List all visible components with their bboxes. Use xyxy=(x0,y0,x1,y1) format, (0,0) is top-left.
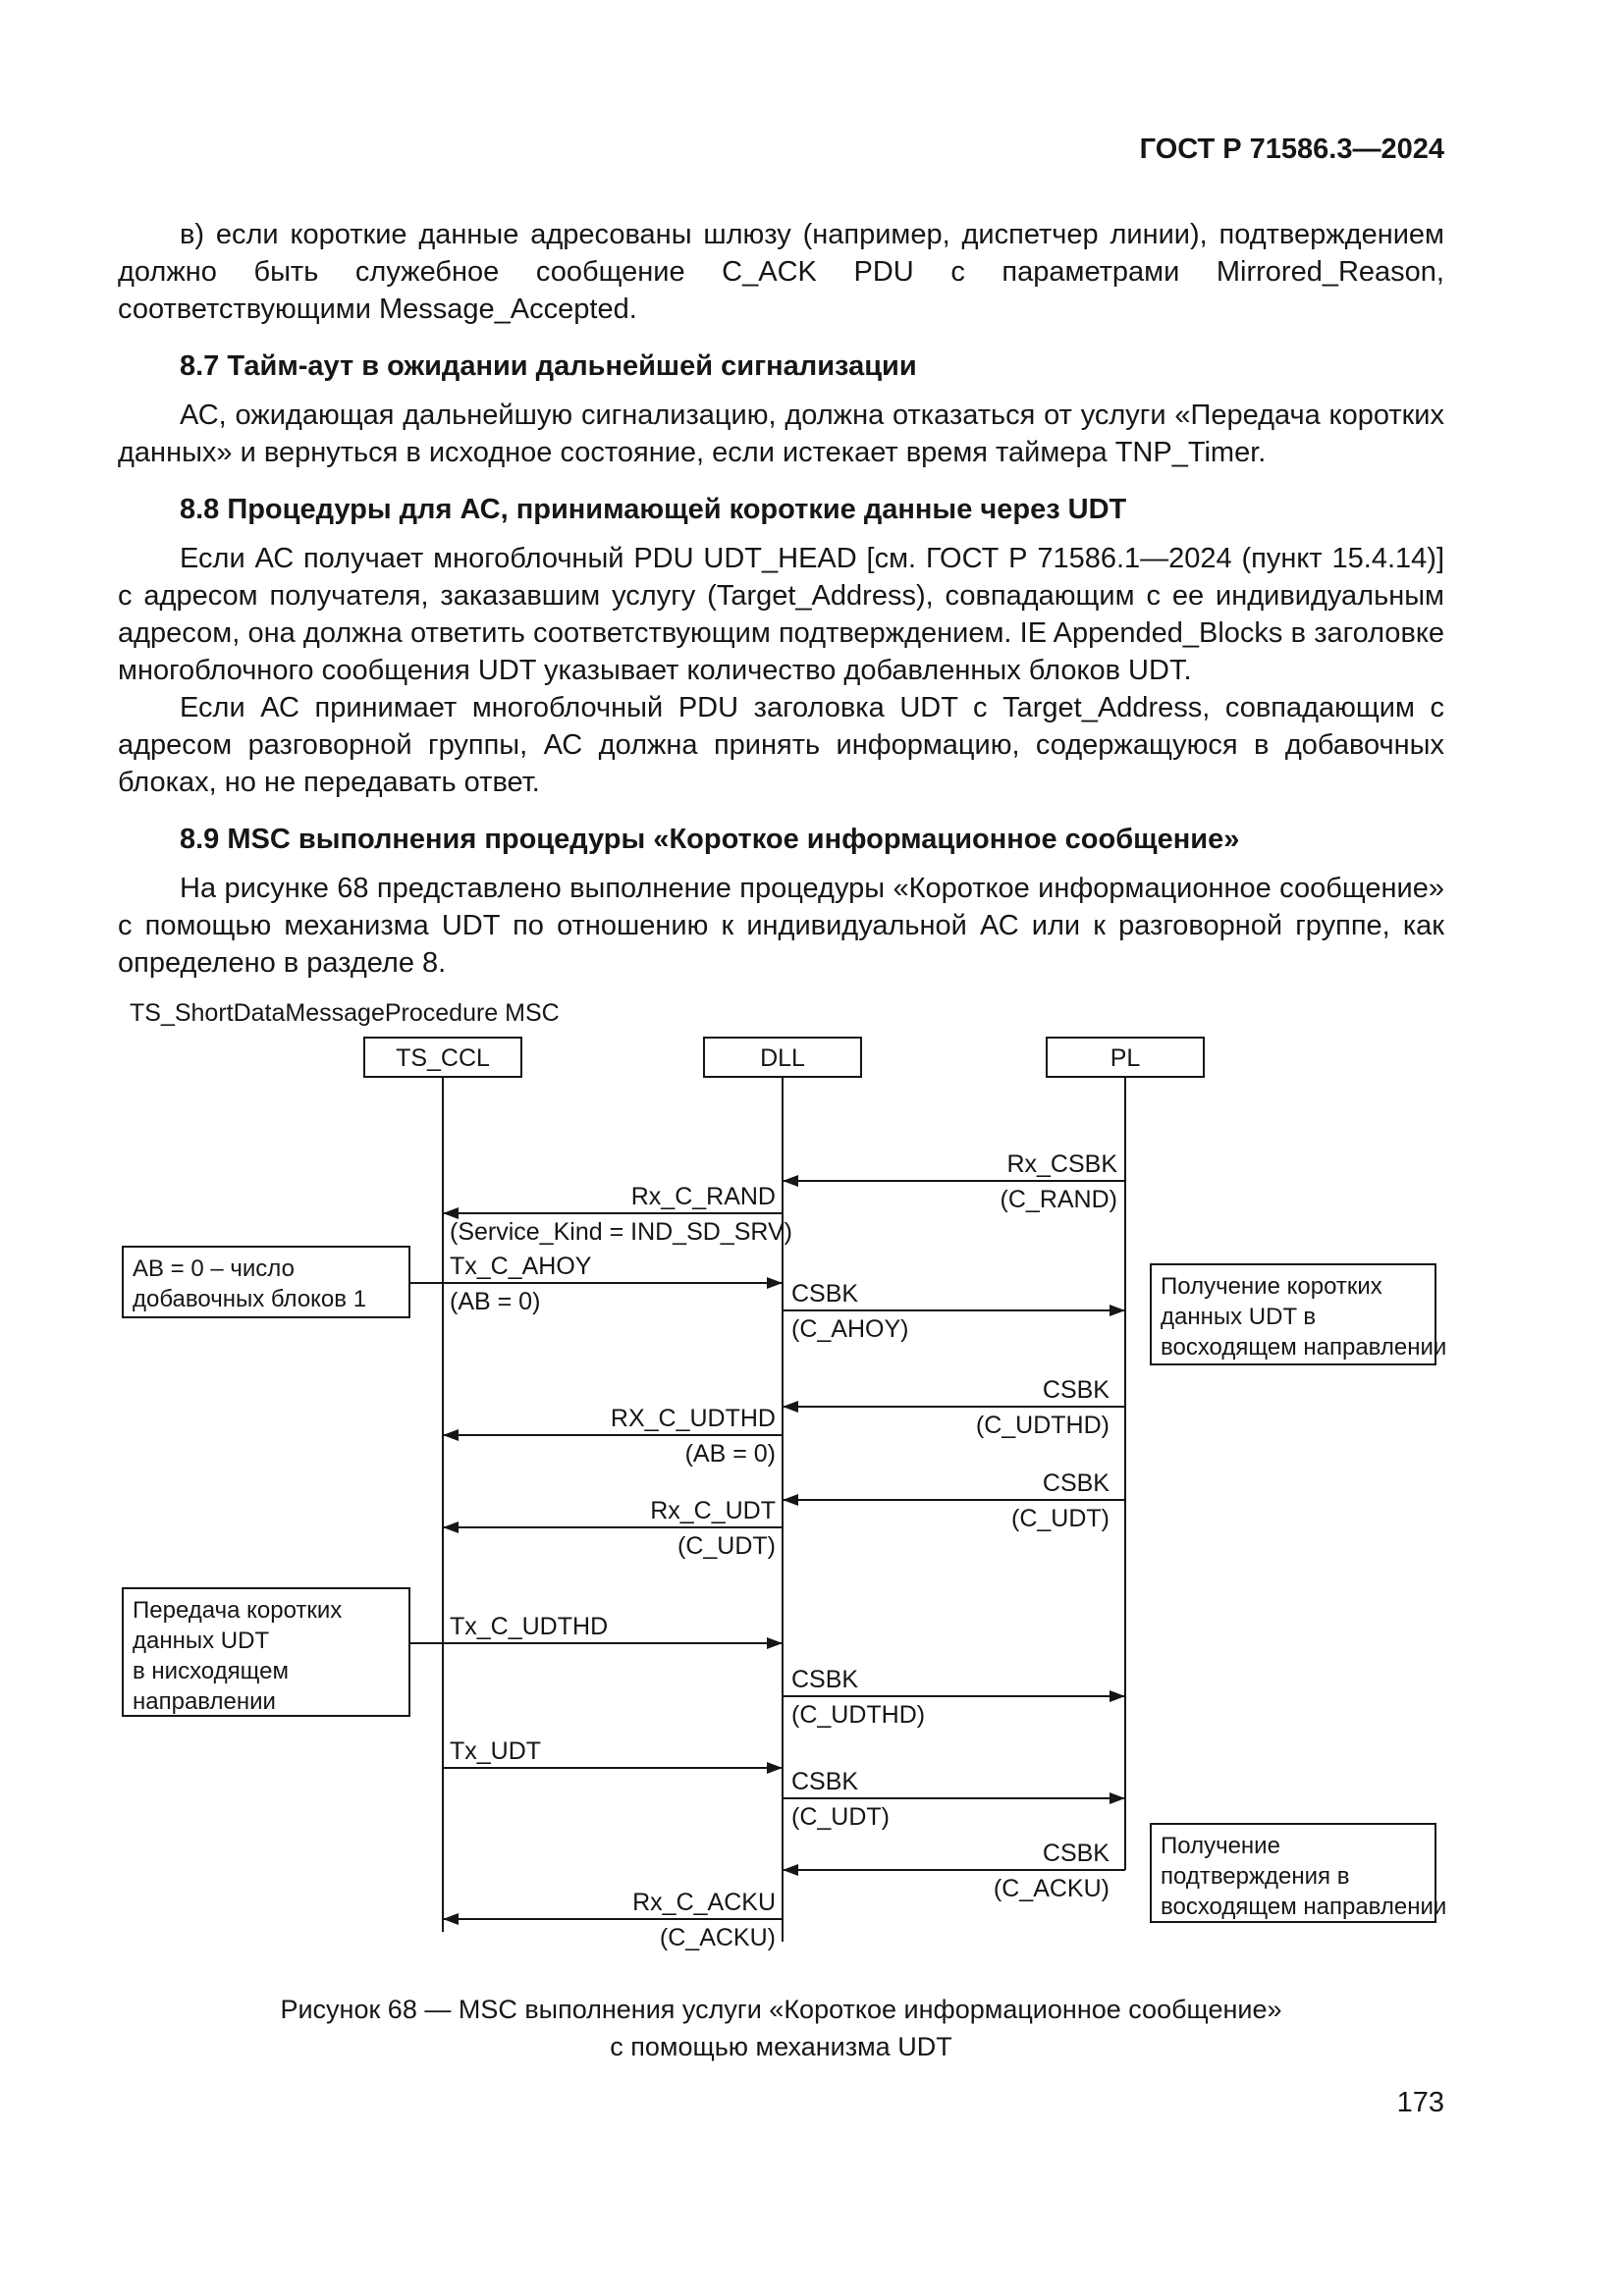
note-text-line: АВ = 0 – число xyxy=(133,1255,295,1282)
message-label-above: Tx_UDT xyxy=(450,1737,541,1765)
message-label-below: (C_AHOY) xyxy=(791,1315,908,1343)
message-label-below: (C_ACKU) xyxy=(994,1875,1110,1902)
message-label-above: Rx_C_UDT xyxy=(650,1497,776,1524)
page-number: 173 xyxy=(1396,2087,1444,2118)
message-label-below: (C_UDT) xyxy=(791,1803,890,1831)
msc-svg: TS_ShortDataMessageProcedure MSC TS_CCL DL… xyxy=(122,999,1446,1951)
note-text-line: восходящем направлении xyxy=(1161,1334,1446,1361)
message-label-above: CSBK xyxy=(1043,1376,1110,1404)
figure-caption-line2: с помощью механизма UDT xyxy=(610,2032,952,2061)
note-box xyxy=(1150,1263,1436,1365)
text-column: в) если короткие данные адресованы шлюзу… xyxy=(118,216,1444,982)
message-label-above: Rx_C_ACKU xyxy=(632,1889,776,1916)
lifeline-label: DLL xyxy=(760,1044,805,1072)
msc-diagram: TS_ShortDataMessageProcedure MSC TS_CCL DL… xyxy=(0,982,1624,1953)
message-label-below: (C_UDTHD) xyxy=(976,1412,1110,1439)
lifeline-head-box xyxy=(363,1037,522,1078)
note-box xyxy=(122,1587,410,1717)
paragraph-8-8-1: Если АС получает многоблочный PDU UDT_HE… xyxy=(118,543,1444,686)
message-label-above: Tx_C_UDTHD xyxy=(450,1613,608,1640)
note-text-line: в нисходящем xyxy=(133,1658,289,1684)
message-label-below: (C_UDT) xyxy=(1011,1505,1110,1532)
note-text-line: данных UDT xyxy=(133,1628,269,1654)
note-text-line: добавочных блоков 1 xyxy=(133,1286,366,1312)
note-text-line: Получение xyxy=(1161,1833,1280,1859)
heading-8-8: 8.8 Процедуры для АС, принимающей коротк… xyxy=(180,494,1127,525)
lifeline-label: TS_CCL xyxy=(396,1044,490,1072)
message-label-above: Rx_C_RAND xyxy=(631,1183,776,1210)
message-label-above: CSBK xyxy=(1043,1840,1110,1867)
paragraph-8-9: На рисунке 68 представлено выполнение пр… xyxy=(118,873,1444,979)
message-label-above: CSBK xyxy=(791,1768,858,1795)
note-text-line: подтверждения в xyxy=(1161,1863,1349,1890)
figure-caption: Рисунок 68 — MSC выполнения услуги «Коро… xyxy=(118,1991,1444,2065)
message-label-below: (AB = 0) xyxy=(450,1288,540,1315)
paragraph-8-8-2: Если АС принимает многоблочный PDU загол… xyxy=(118,692,1444,798)
message-label-above: CSBK xyxy=(1043,1469,1110,1497)
note-box xyxy=(122,1246,410,1318)
message-label-above: Rx_CSBK xyxy=(1006,1150,1117,1178)
heading-8-9: 8.9 MSC выполнения процедуры «Короткое и… xyxy=(180,824,1240,855)
lifeline-label: PL xyxy=(1110,1044,1141,1072)
lifeline-head-box xyxy=(703,1037,862,1078)
heading-8-7: 8.7 Тайм-аут в ожидании дальнейшей сигна… xyxy=(180,350,917,382)
note-text-line: Получение коротких xyxy=(1161,1273,1382,1300)
message-label-above: RX_C_UDTHD xyxy=(611,1405,776,1432)
note-box xyxy=(1150,1823,1436,1923)
diagram-title: TS_ShortDataMessageProcedure MSC xyxy=(130,999,560,1027)
message-label-below: (C_UDT) xyxy=(677,1532,776,1560)
note-text-line: направлении xyxy=(133,1688,276,1715)
lifeline-head-box xyxy=(1046,1037,1205,1078)
message-label-above: Tx_C_AHOY xyxy=(450,1253,592,1280)
message-label-below: (C_UDTHD) xyxy=(791,1701,925,1729)
figure-caption-line1: Рисунок 68 — MSC выполнения услуги «Коро… xyxy=(280,1995,1282,2024)
paragraph-8-7: АС, ожидающая дальнейшую сигнализацию, д… xyxy=(118,400,1444,468)
message-label-below: (AB = 0) xyxy=(685,1440,776,1468)
note-text-line: восходящем направлении xyxy=(1161,1894,1446,1920)
paragraph-list-item-v: в) если короткие данные адресованы шлюзу… xyxy=(118,219,1444,325)
message-label-below: (Service_Kind = IND_SD_SRV) xyxy=(450,1218,792,1246)
document-header: ГОСТ Р 71586.3—2024 xyxy=(1139,133,1444,165)
message-label-below: (C_ACKU) xyxy=(660,1924,776,1951)
note-text-line: Передача коротких xyxy=(133,1597,342,1624)
note-text-line: данных UDT в xyxy=(1161,1304,1316,1330)
message-label-above: CSBK xyxy=(791,1666,858,1693)
message-label-above: CSBK xyxy=(791,1280,858,1308)
message-label-below: (C_RAND) xyxy=(1001,1186,1117,1213)
